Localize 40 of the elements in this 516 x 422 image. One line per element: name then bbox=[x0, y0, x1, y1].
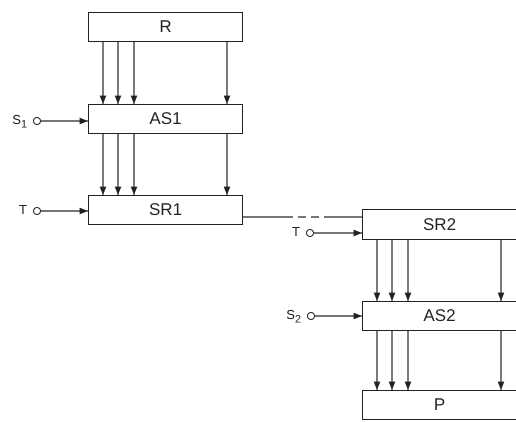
arrow bbox=[41, 208, 88, 214]
arrow bbox=[374, 240, 380, 301]
block-label: P bbox=[434, 395, 446, 415]
arrow bbox=[130, 134, 138, 195]
arrow bbox=[374, 331, 380, 390]
block-box bbox=[88, 195, 243, 225]
arrow bbox=[224, 134, 230, 195]
block-label: R bbox=[159, 17, 172, 37]
arrow bbox=[100, 42, 106, 104]
block-label: AS1 bbox=[149, 109, 182, 129]
input-terminal bbox=[33, 207, 41, 215]
input-terminal bbox=[33, 117, 41, 125]
block-label: AS2 bbox=[423, 306, 456, 326]
block-box bbox=[88, 104, 243, 134]
arrow bbox=[388, 331, 396, 390]
input-label: T bbox=[19, 202, 27, 217]
arrow bbox=[404, 240, 412, 301]
arrow bbox=[498, 240, 504, 301]
arrow bbox=[315, 312, 362, 320]
arrow bbox=[404, 331, 412, 390]
arrow bbox=[114, 42, 122, 104]
block-box bbox=[362, 301, 516, 331]
input-label: S$_{2}$ bbox=[286, 307, 301, 326]
arrow bbox=[388, 240, 396, 301]
block-box bbox=[362, 390, 516, 420]
arrow bbox=[100, 134, 106, 195]
block-label: SR1 bbox=[148, 200, 182, 220]
arrow bbox=[224, 42, 230, 104]
input-label: T bbox=[292, 224, 300, 239]
input-label: S$_{1}$ bbox=[12, 112, 27, 131]
arrow bbox=[498, 331, 504, 390]
arrow bbox=[314, 230, 362, 236]
input-terminal bbox=[307, 312, 315, 320]
arrow bbox=[41, 118, 88, 124]
block-box bbox=[362, 209, 516, 240]
arrow bbox=[114, 134, 122, 195]
input-terminal bbox=[306, 229, 314, 237]
block-box bbox=[88, 12, 243, 42]
block-label: SR2 bbox=[422, 214, 456, 234]
arrow bbox=[130, 42, 138, 104]
